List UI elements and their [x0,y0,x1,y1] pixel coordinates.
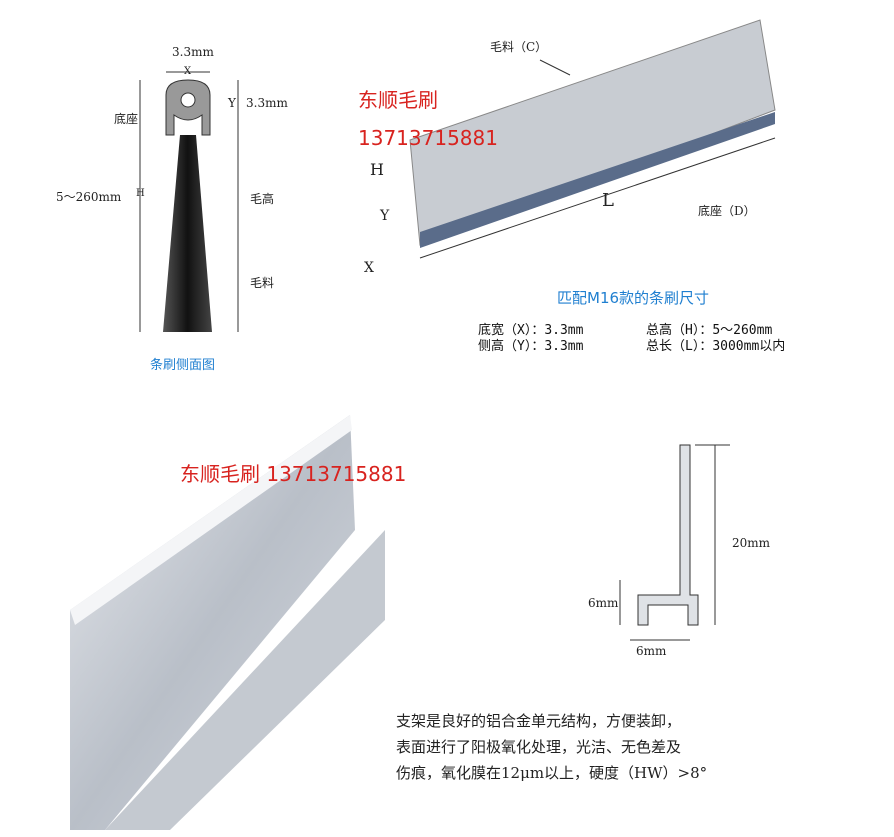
h-dim-label: H [370,160,384,179]
spec-row-1-left: 底宽（X）：3.3mm [478,323,584,338]
base-d-label: 底座（D） [698,204,756,218]
side-view-diagram [139,71,239,332]
spec-title: 匹配M16款的条刷尺寸 [557,289,710,307]
base-label: 底座 [114,112,139,126]
watermark-company: 东顺毛刷 [358,88,438,112]
y-dim-label: Y [380,208,390,224]
watermark-phone: 13713715881 [358,126,498,150]
profile-drawing [619,444,730,641]
description-line: 表面进行了阳极氧化处理，光洁、无色差及 [396,738,682,756]
description-line: 支架是良好的铝合金单元结构，方便装卸， [396,712,682,730]
description-line: 伤痕，氧化膜在12μm以上，硬度（HW）>8° [396,764,708,782]
aluminum-rail-photo [70,415,385,830]
x-label: X [184,66,192,77]
height-range: 5～260mm [56,190,122,204]
h-label: H [136,188,145,199]
bristle-height: 毛高 [250,192,275,206]
profile-bottom: 6mm [636,644,667,658]
bristle-material: 毛料 [250,276,275,290]
profile-height: 20mm [732,536,771,550]
spec-row-2-right: 总长（L）：3000mm以内 [646,339,786,354]
y-value: 3.3mm [246,96,288,110]
watermark-combined: 东顺毛刷 13713715881 [180,462,407,486]
l-dim-label: L [602,190,614,211]
material-label: 毛料（C） [490,40,548,54]
profile-side: 6mm [588,596,619,610]
width-label: 3.3mm [172,45,214,59]
spec-row-1-right: 总高（H）：5～260mm [646,323,773,338]
spec-row-2-left: 侧高（Y）：3.3mm [478,339,584,354]
side-view-caption: 条刷侧面图 [150,358,216,373]
y-label: Y [228,96,236,110]
description: 支架是良好的铝合金单元结构，方便装卸， 表面进行了阳极氧化处理，光洁、无色差及 … [396,708,707,786]
brush-3d-diagram [409,19,776,259]
x-dim-label: X [364,260,374,276]
